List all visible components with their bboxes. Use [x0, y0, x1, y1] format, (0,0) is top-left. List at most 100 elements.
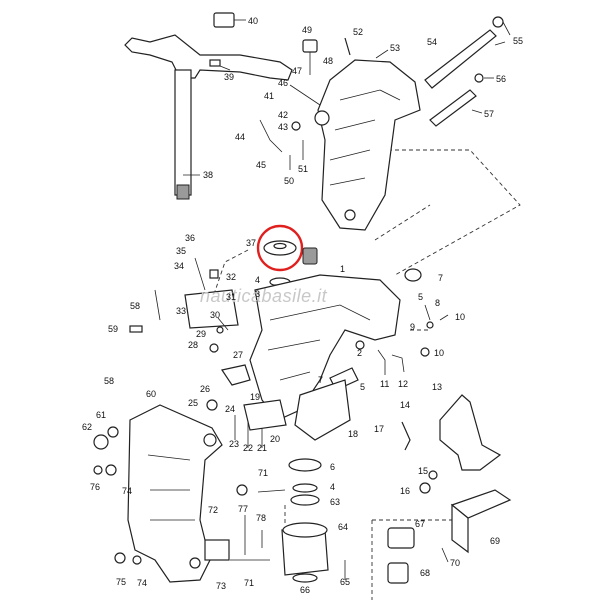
- callout-30: 30: [210, 310, 220, 320]
- callout-49: 49: [302, 25, 312, 35]
- callout-62: 62: [82, 422, 92, 432]
- stern-bracket-left: [93, 404, 230, 583]
- callout-24: 24: [225, 404, 235, 414]
- callout-54: 54: [427, 37, 437, 47]
- callout-43: 43: [278, 122, 288, 132]
- callout-71: 71: [258, 468, 268, 478]
- callout-37: 37: [246, 238, 256, 248]
- callout-5b: 5: [360, 382, 365, 392]
- callout-9: 9: [410, 322, 415, 332]
- callout-32: 32: [226, 272, 236, 282]
- tilt-lever: [401, 394, 502, 471]
- callout-22: 22: [243, 443, 253, 453]
- callout-55: 55: [513, 36, 523, 46]
- callout-73: 73: [216, 581, 226, 591]
- callout-74: 74: [122, 486, 132, 496]
- callout-56: 56: [496, 74, 506, 84]
- callout-19: 19: [250, 392, 260, 402]
- callout-52: 52: [353, 27, 363, 37]
- callout-69: 69: [490, 536, 500, 546]
- callout-58b: 58: [104, 376, 114, 386]
- callout-7: 7: [438, 273, 443, 283]
- callout-76: 76: [90, 482, 100, 492]
- callout-78: 78: [256, 513, 266, 523]
- highlight-circle: [256, 224, 304, 272]
- callout-4b: 4: [330, 482, 335, 492]
- callout-11: 11: [380, 379, 389, 389]
- callout-45: 45: [256, 160, 266, 170]
- callout-14: 14: [400, 400, 410, 410]
- callout-33: 33: [176, 306, 186, 316]
- callout-57: 57: [484, 109, 494, 119]
- callout-68: 68: [420, 568, 430, 578]
- callout-40: 40: [248, 16, 258, 26]
- callout-70: 70: [450, 558, 460, 568]
- callout-34: 34: [174, 261, 184, 271]
- trim-pin-parts: [377, 304, 449, 375]
- shaft-assembly: [424, 16, 511, 127]
- callout-60: 60: [146, 389, 156, 399]
- tilt-lock-parts: [259, 37, 351, 170]
- callout-41: 41: [264, 91, 274, 101]
- callout-17: 17: [374, 424, 384, 434]
- callout-42: 42: [278, 110, 288, 120]
- callout-4: 4: [255, 275, 260, 285]
- callout-46: 46: [278, 78, 288, 88]
- swivel-bushings: [281, 458, 346, 583]
- stern-bracket-main: [249, 268, 430, 441]
- steering-arm-assembly: [124, 12, 293, 200]
- callout-29: 29: [196, 329, 206, 339]
- callout-44: 44: [235, 132, 245, 142]
- watermark-text: nauticabasile.it: [200, 286, 328, 306]
- callout-6: 6: [330, 462, 335, 472]
- callout-20: 20: [270, 434, 280, 444]
- callout-77: 77: [238, 504, 248, 514]
- center-bolts: [206, 364, 287, 448]
- callout-10: 10: [455, 312, 465, 322]
- callout-39: 39: [224, 72, 234, 82]
- callout-labels: 1 2 3 4 4 5 5 6 7 7 8 9 10 10 11 12 13 1…: [82, 16, 523, 595]
- callout-64: 64: [338, 522, 348, 532]
- callout-61: 61: [96, 410, 106, 420]
- callout-8: 8: [435, 298, 440, 308]
- callout-38: 38: [203, 170, 213, 180]
- callout-63: 63: [330, 497, 340, 507]
- callout-74b: 74: [137, 578, 147, 588]
- callout-16: 16: [400, 486, 410, 496]
- callout-47: 47: [292, 66, 302, 76]
- left-small-parts: [129, 257, 239, 353]
- callout-67: 67: [415, 519, 425, 529]
- callout-50: 50: [284, 176, 294, 186]
- callout-66: 66: [300, 585, 310, 595]
- callout-7b: 7: [318, 375, 323, 385]
- swivel-bracket-upper: [317, 49, 421, 231]
- callout-12: 12: [398, 379, 408, 389]
- callout-36: 36: [185, 233, 195, 243]
- callout-25: 25: [188, 398, 198, 408]
- callout-10b: 10: [434, 348, 444, 358]
- callout-27: 27: [233, 350, 243, 360]
- callout-65: 65: [340, 577, 350, 587]
- callout-13: 13: [432, 382, 442, 392]
- callout-31: 31: [226, 292, 236, 302]
- callout-26: 26: [200, 384, 210, 394]
- callout-72: 72: [208, 505, 218, 515]
- callout-48: 48: [323, 56, 333, 66]
- callout-5: 5: [418, 292, 423, 302]
- callout-23: 23: [229, 439, 239, 449]
- bracket-bolts: [230, 484, 286, 561]
- callout-2: 2: [357, 348, 362, 358]
- callout-53: 53: [390, 43, 400, 53]
- right-lower-parts: [387, 470, 512, 584]
- callout-35: 35: [176, 246, 186, 256]
- callout-18: 18: [348, 429, 358, 439]
- callout-71b: 71: [244, 578, 254, 588]
- callout-58: 58: [130, 301, 140, 311]
- callout-75: 75: [116, 577, 126, 587]
- callout-1: 1: [340, 264, 345, 274]
- callout-51: 51: [298, 164, 308, 174]
- callout-15: 15: [418, 466, 428, 476]
- callout-59: 59: [108, 324, 118, 334]
- callout-21: 21: [257, 443, 267, 453]
